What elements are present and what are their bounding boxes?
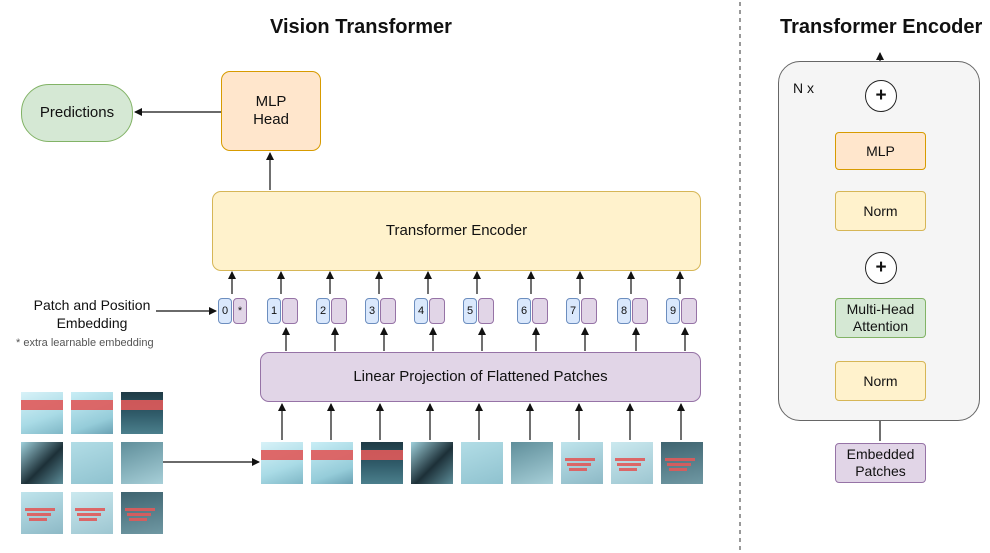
overlay-text-band <box>21 400 63 410</box>
patch-embedding-6 <box>532 298 548 324</box>
overlay-text-line <box>27 513 51 516</box>
overlay-text-band <box>121 400 163 410</box>
class-token: * <box>233 298 247 324</box>
patch-embedding-8 <box>632 298 648 324</box>
linear-projection-node: Linear Projection of Flattened Patches <box>260 352 701 402</box>
source-patch-3 <box>121 392 163 434</box>
patch-embedding-5 <box>478 298 494 324</box>
sequence-patch-4 <box>411 442 453 484</box>
encoder-mlp-node: MLP <box>835 132 926 170</box>
patch-embedding-3 <box>380 298 396 324</box>
overlay-text-line <box>125 508 155 511</box>
sequence-patch-3 <box>361 442 403 484</box>
patch-embedding-9 <box>681 298 697 324</box>
overlay-text-band <box>261 450 303 460</box>
source-patch-2 <box>71 392 113 434</box>
sequence-patch-6 <box>511 442 553 484</box>
source-patch-1 <box>21 392 63 434</box>
residual-add-middle: + <box>865 252 897 284</box>
sequence-patch-2 <box>311 442 353 484</box>
patch-embedding-2 <box>331 298 347 324</box>
linear-projection-label: Linear Projection of Flattened Patches <box>353 368 608 385</box>
overlay-text-band <box>361 450 403 460</box>
repeat-label: N x <box>793 80 814 96</box>
overlay-text-line <box>77 513 101 516</box>
embedded-label-line2: Patches <box>855 463 906 479</box>
position-token-4: 4 <box>414 298 428 324</box>
position-token-2: 2 <box>316 298 330 324</box>
position-token-0: 0 <box>218 298 232 324</box>
embedding-label-line2: Embedding <box>56 315 128 331</box>
sequence-patch-8 <box>611 442 653 484</box>
predictions-label: Predictions <box>39 104 115 121</box>
position-token-3: 3 <box>365 298 379 324</box>
source-patch-6 <box>121 442 163 484</box>
encoder-mlp-label: MLP <box>866 143 895 159</box>
attention-label-line2: Attention <box>852 318 909 334</box>
patch-embedding-4 <box>429 298 445 324</box>
overlay-text-line <box>567 463 591 466</box>
overlay-text-line <box>619 468 637 471</box>
sequence-patch-9 <box>661 442 703 484</box>
overlay-text-band <box>71 400 113 410</box>
embedding-label-line1: Patch and Position <box>33 297 151 313</box>
predictions-node: Predictions <box>21 84 133 142</box>
source-patch-9 <box>121 492 163 534</box>
vit-title: Vision Transformer <box>270 16 452 38</box>
overlay-text-line <box>79 518 97 521</box>
sequence-patch-7 <box>561 442 603 484</box>
encoder-title: Transformer Encoder <box>780 16 983 38</box>
position-token-5: 5 <box>463 298 477 324</box>
mlp-head-label-line1: MLP <box>255 93 287 110</box>
overlay-text-line <box>667 463 691 466</box>
overlay-text-line <box>29 518 47 521</box>
overlay-text-line <box>129 518 147 521</box>
attention-label-line1: Multi-Head <box>846 301 915 317</box>
encoder-norm-top-label: Norm <box>863 203 898 219</box>
overlay-text-line <box>665 458 695 461</box>
sequence-patch-5 <box>461 442 503 484</box>
overlay-text-line <box>565 458 595 461</box>
multi-head-attention-node: Multi-Head Attention <box>835 298 926 338</box>
position-token-8: 8 <box>617 298 631 324</box>
source-patch-8 <box>71 492 113 534</box>
source-patch-5 <box>71 442 113 484</box>
patch-position-embedding-label: Patch and Position Embedding <box>22 296 162 332</box>
patch-embedding-7 <box>581 298 597 324</box>
encoder-norm-top-node: Norm <box>835 191 926 231</box>
mlp-head-node: MLP Head <box>221 71 321 151</box>
residual-add-top: + <box>865 80 897 112</box>
extra-embedding-note: * extra learnable embedding <box>16 337 154 349</box>
source-patch-7 <box>21 492 63 534</box>
embedded-label-line1: Embedded <box>846 446 915 462</box>
position-token-6: 6 <box>517 298 531 324</box>
mlp-head-label-line2: Head <box>253 111 289 128</box>
encoder-norm-bottom-label: Norm <box>863 373 898 389</box>
embedded-patches-node: Embedded Patches <box>835 443 926 483</box>
source-patch-4 <box>21 442 63 484</box>
overlay-text-line <box>615 458 645 461</box>
overlay-text-line <box>569 468 587 471</box>
overlay-text-line <box>75 508 105 511</box>
position-token-1: 1 <box>267 298 281 324</box>
overlay-text-band <box>311 450 353 460</box>
patch-embedding-1 <box>282 298 298 324</box>
encoder-norm-bottom-node: Norm <box>835 361 926 401</box>
overlay-text-line <box>617 463 641 466</box>
overlay-text-line <box>669 468 687 471</box>
sequence-patch-1 <box>261 442 303 484</box>
position-token-9: 9 <box>666 298 680 324</box>
position-token-7: 7 <box>566 298 580 324</box>
overlay-text-line <box>25 508 55 511</box>
overlay-text-line <box>127 513 151 516</box>
transformer-encoder-node: Transformer Encoder <box>212 191 701 271</box>
transformer-encoder-label: Transformer Encoder <box>385 222 528 239</box>
